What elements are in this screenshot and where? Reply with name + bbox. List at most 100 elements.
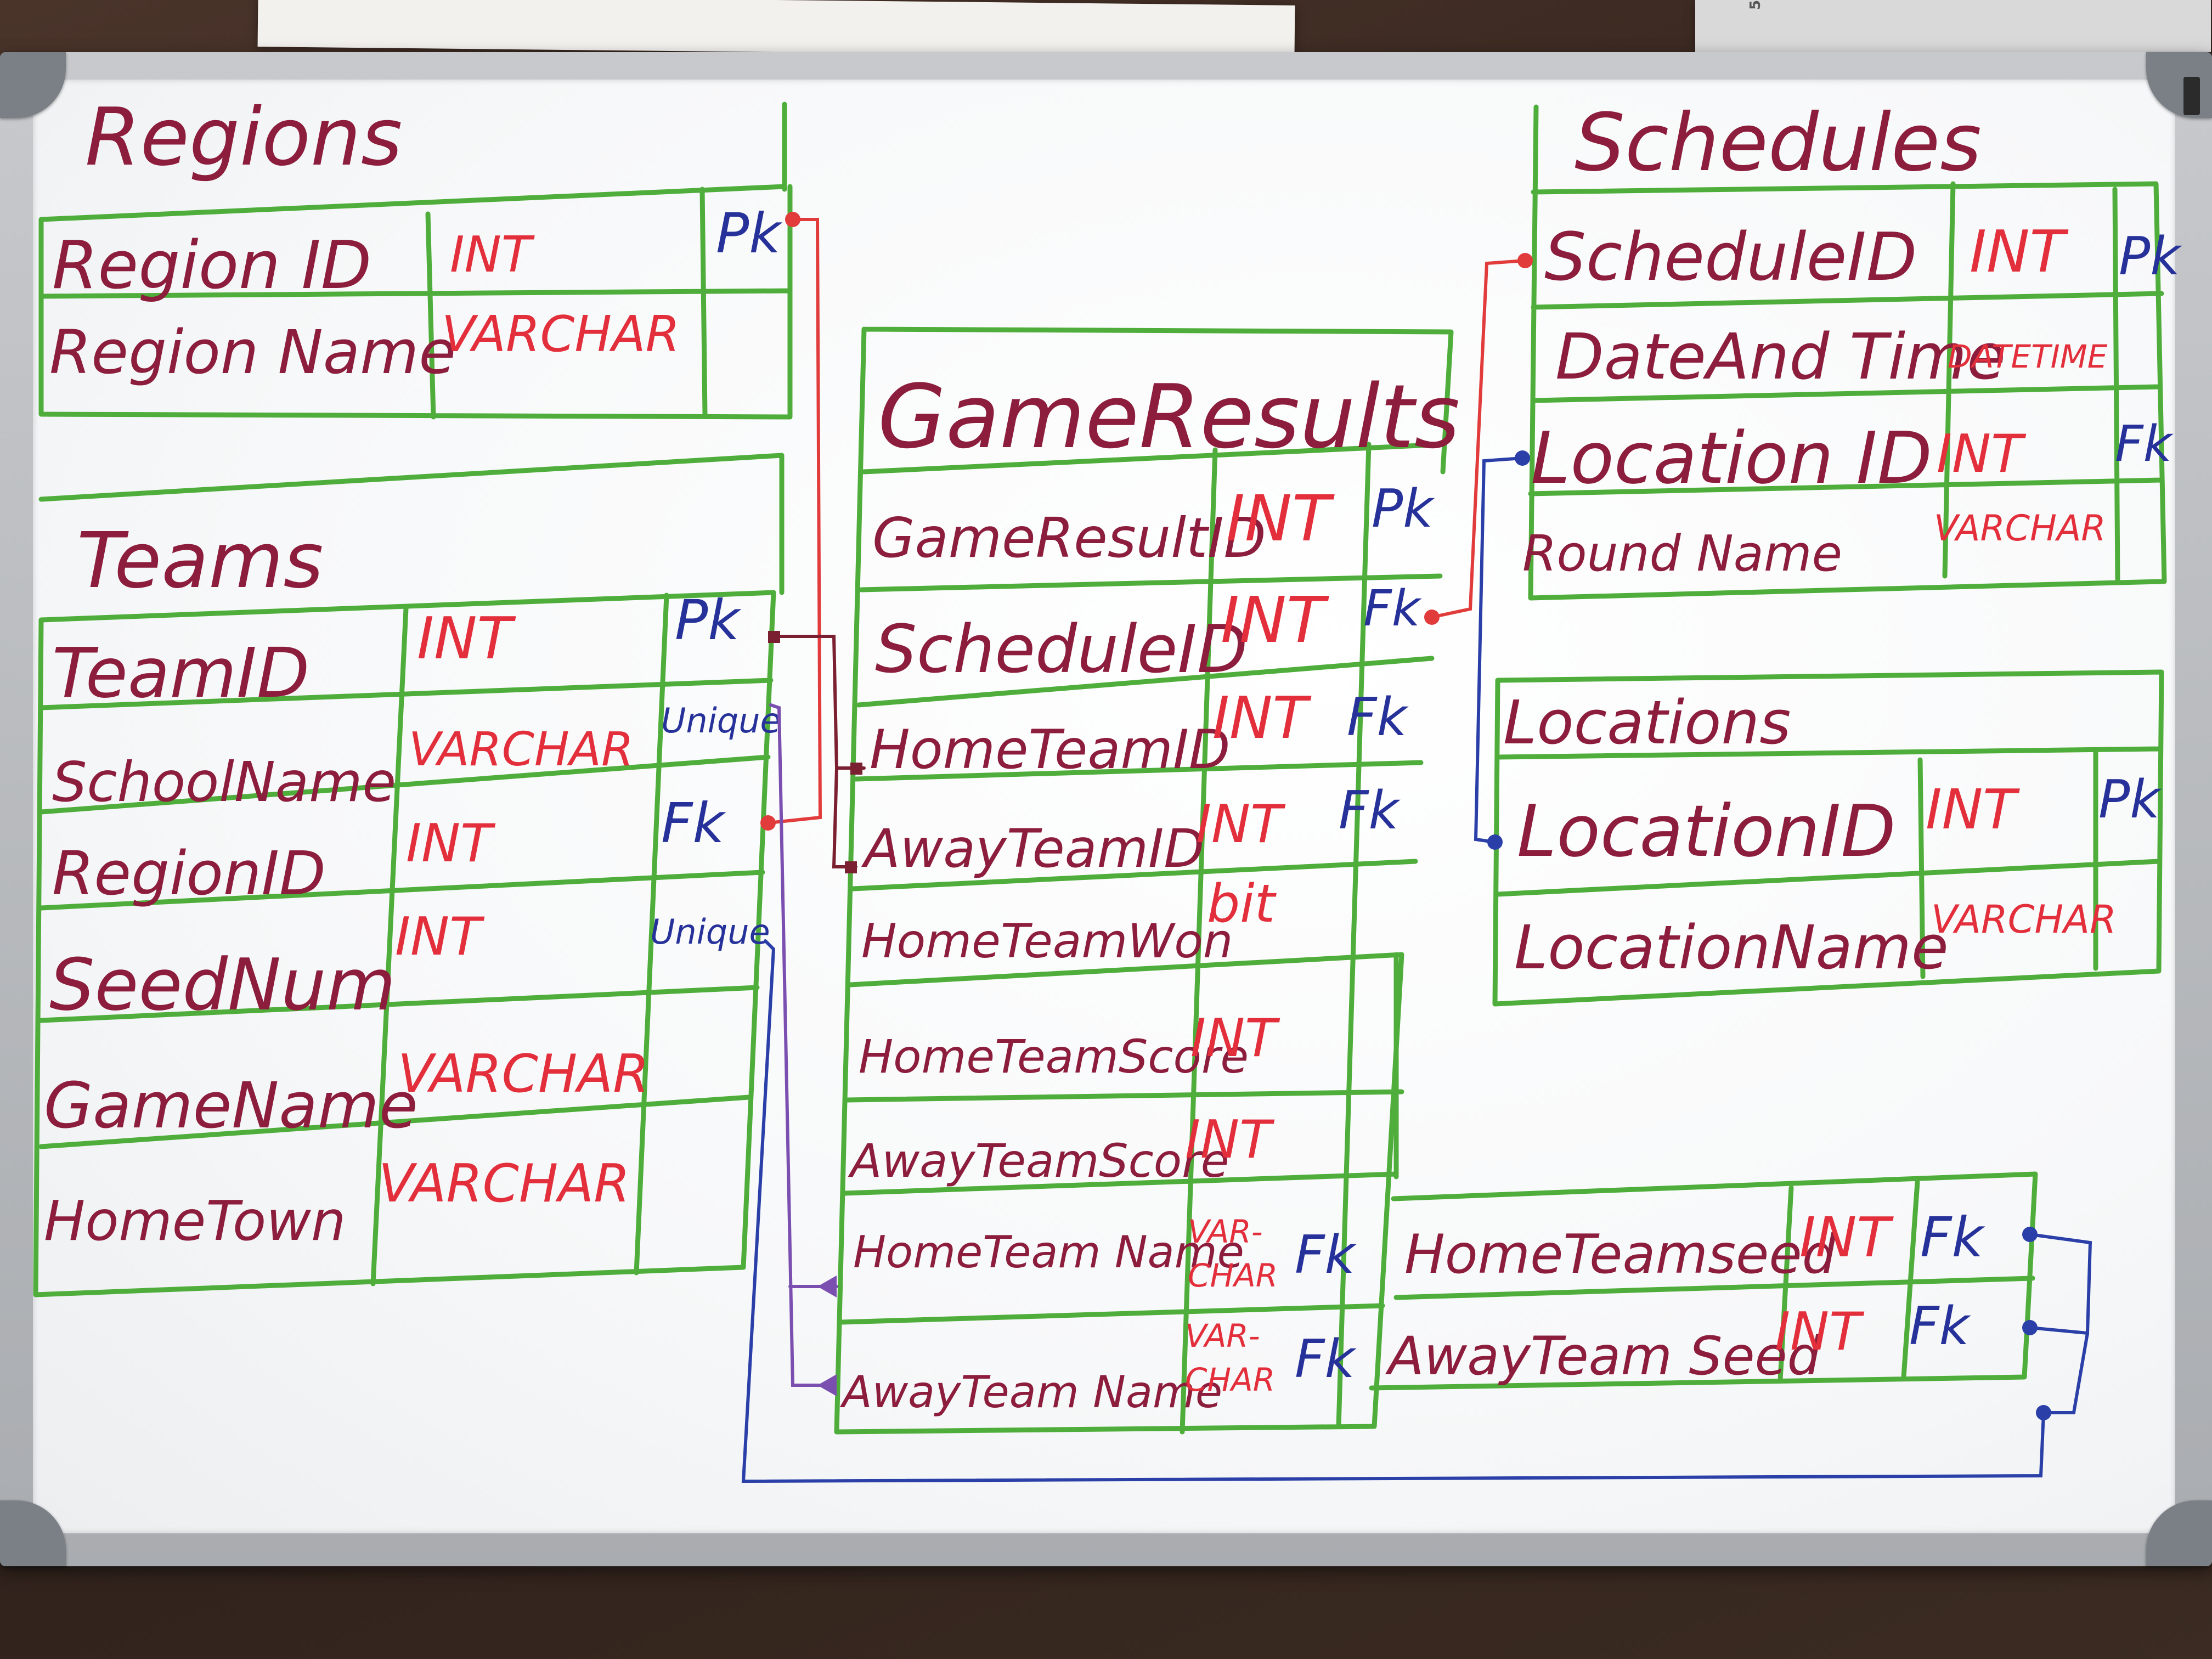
link-endpoint [768,631,780,643]
column-type: INT [450,226,535,284]
column-type: bit [1207,874,1277,934]
whiteboard-surface [33,80,2175,1533]
column-type: INT [1185,1110,1275,1170]
key-badge: Unique [650,912,770,952]
column-name: HomeTeamScore [859,1030,1249,1084]
link-endpoint [1515,450,1530,466]
table-title: Regions [85,91,402,184]
hanging-hook [2183,77,2200,115]
table-border [38,101,793,420]
column-type: INT [1970,218,2069,285]
column-type: INT [1226,482,1335,556]
column-type: VARCHAR [442,306,680,363]
link-endpoint [785,212,800,227]
link-endpoint [1487,834,1503,850]
column-type: INT [1799,1205,1894,1269]
background-paper-box [1695,0,2211,52]
relationship-links [741,212,2092,1483]
column-name: AwayTeamID [861,818,1204,879]
link-endpoint [845,861,857,873]
column-type-line1: VAR- [1185,1317,1260,1355]
column-type: INT [417,605,516,672]
column-name: TeamID [52,634,309,713]
column-name: HomeTeamWon [861,914,1233,969]
column-name: HomeTeamID [870,719,1230,781]
key-badge: Fk [1295,1329,1357,1390]
key-badge: Fk [1920,1205,1986,1269]
column-type: VARCHAR [1934,508,2106,549]
table-border [1528,104,2167,601]
column-type-line1: VAR- [1188,1213,1263,1250]
column-name: Region ID [52,228,371,304]
column-name: HomeTown [44,1189,346,1253]
key-badge: Fk [661,791,727,855]
key-badge: Pk [1372,479,1435,539]
column-name: LocationID [1517,789,1896,873]
column-type: INT [1190,1008,1280,1069]
table-title: GameResults [878,365,1460,468]
table-border [1369,1171,2038,1391]
column-name: ScheduleID [875,612,1248,688]
table-gameresults: GameResults GameResultID INT Pk Schedule… [834,326,1460,1435]
table-title: Locations [1503,687,1791,758]
column-name: Round Name [1522,525,1842,583]
key-badge: Pk [675,588,742,652]
column-name: LocationName [1514,912,1949,983]
column-type: VARCHAR [409,723,634,777]
key-badge: Pk [2098,770,2162,830]
link-endpoint [2036,1405,2051,1420]
column-name: RegionID [52,838,326,909]
column-type: INT [395,907,485,967]
key-badge: Fk [1909,1296,1972,1357]
link-endpoint [817,1374,837,1396]
column-name: ScheduleID [1544,219,1917,296]
table-title: Teams [77,516,323,606]
column-type: VARCHAR [398,1044,649,1104]
column-type: VARCHAR [1931,897,2117,942]
column-name: AwayTeam Name [839,1367,1222,1418]
link-schedule [1430,259,1527,619]
key-badge: Unique [661,701,781,741]
column-name: GameName [44,1069,418,1143]
column-name: GameResultID [872,506,1266,570]
table-title: Schedules [1575,97,1982,189]
table-border [1492,669,2164,1007]
key-badge: Fk [2115,415,2174,473]
column-type: INT [1937,424,2027,484]
link-team-seed [741,939,2092,1483]
key-badge: Fk [1347,687,1409,748]
table-regions: Regions Region ID INT Pk Region Name VAR… [38,91,793,420]
link-endpoint [817,1276,837,1297]
column-name: SchoolName [52,750,396,814]
link-endpoint [2022,1227,2038,1242]
table-border [33,453,785,1297]
column-name: HomeTeamseed [1404,1223,1837,1286]
column-name: AwayTeam Seed [1385,1325,1821,1387]
column-name: DateAnd Time [1555,320,2006,394]
column-name: AwayTeamScore [848,1134,1229,1188]
column-name: HomeTeam Name [853,1227,1244,1278]
column-name: Location ID [1531,416,1932,500]
column-type: INT [1212,685,1312,752]
key-badge: Pk [716,201,783,266]
key-badge: Fk [1363,580,1423,637]
column-type: INT [1775,1302,1865,1362]
column-name: SeedNum [49,943,396,1026]
link-location [1474,456,1524,844]
link-endpoint [850,763,862,775]
column-type: VARCHAR [379,1154,630,1214]
key-badge: Fk [1295,1225,1357,1285]
key-badge: Pk [2119,227,2182,287]
table-teams: Teams TeamID INT Pk SchoolName VARCHAR U… [33,453,785,1297]
link-endpoint [1517,253,1533,268]
column-type-line2: CHAR [1188,1257,1278,1294]
column-type: DATETIME [1948,338,2108,375]
column-type: INT [1926,777,2020,842]
table-gameresults-seed-extension: HomeTeamseed INT Fk AwayTeam Seed INT Fk [1369,1171,2038,1391]
column-type: INT [406,814,496,874]
table-border [834,326,1454,1435]
column-name: Region Name [49,317,456,387]
link-endpoint [1424,610,1440,625]
